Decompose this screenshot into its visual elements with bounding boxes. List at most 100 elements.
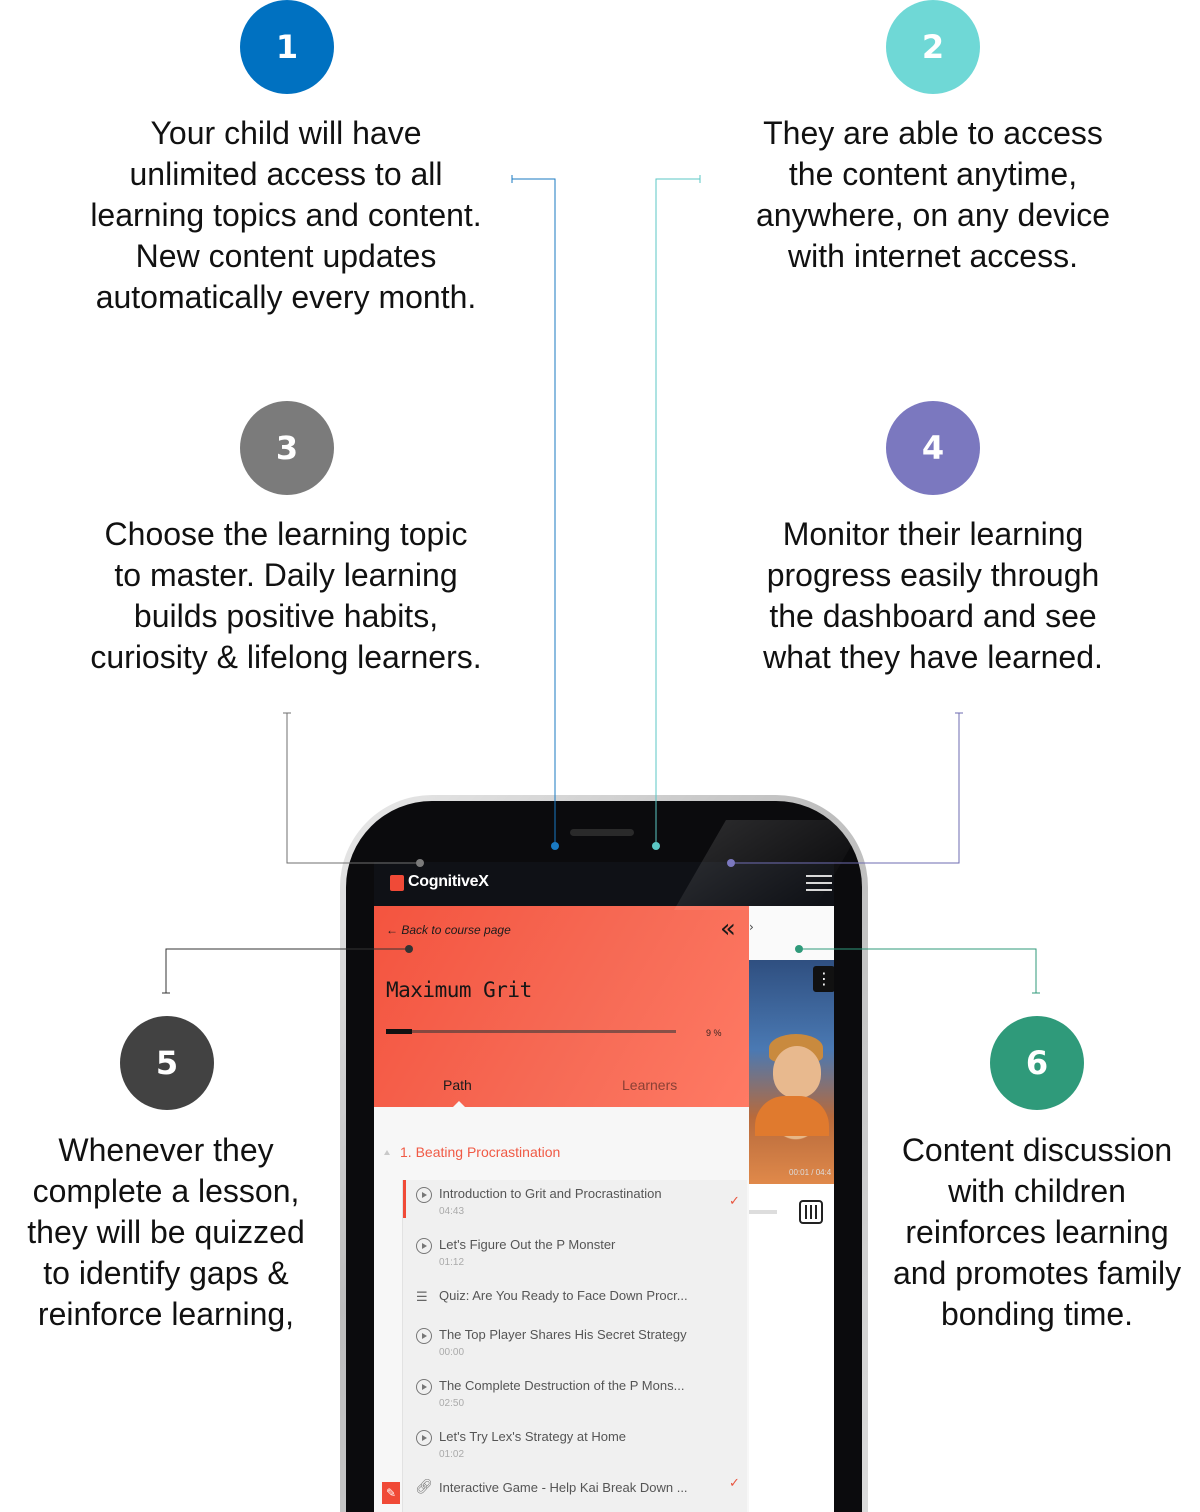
check-icon: ✓	[729, 1194, 740, 1209]
video-time: 00:01 / 04:4	[789, 1168, 832, 1177]
course-title: Maximum Grit	[386, 978, 532, 1002]
lesson-item[interactable]: Introduction to Grit and Procrastination…	[403, 1180, 748, 1230]
phone-speaker	[570, 829, 634, 836]
lesson-duration: 04:43	[439, 1206, 465, 1217]
video-topbar: ›	[749, 906, 834, 960]
lesson-item[interactable]: Let's Try Lex's Strategy at Home 01:02	[403, 1423, 748, 1473]
feature-4-line: what they have learned.	[763, 639, 1103, 675]
lesson-title: Let's Figure Out the P Monster	[439, 1237, 616, 1252]
feature-2-line: with internet access.	[788, 238, 1078, 274]
paperclip-icon[interactable]: ✎	[382, 1482, 400, 1504]
lesson-title: The Top Player Shares His Secret Strateg…	[439, 1327, 687, 1342]
feature-1-line: learning topics and content.	[90, 197, 482, 233]
lesson-title: Quiz: Are You Ready to Face Down Procr..…	[439, 1288, 688, 1303]
volume-slider[interactable]	[749, 1210, 777, 1214]
feature-3-line: Choose the learning topic	[104, 516, 468, 552]
feature-5-line: they will be quizzed	[27, 1214, 305, 1250]
feature-5-line: reinforce learning,	[37, 1296, 295, 1332]
progress-fill	[386, 1029, 412, 1034]
hamburger-menu-icon[interactable]	[806, 875, 832, 893]
lesson-duration: 01:02	[439, 1449, 465, 1460]
lesson-title: The Complete Destruction of the P Mons..…	[439, 1378, 685, 1393]
play-icon	[416, 1379, 432, 1395]
section-collapse-icon[interactable]	[384, 1150, 390, 1155]
feature-3-line: curiosity & lifelong learners.	[90, 639, 482, 675]
feature-6-line: bonding time.	[940, 1296, 1134, 1332]
badge-5: 5	[120, 1016, 214, 1110]
feature-4-line: Monitor their learning	[782, 516, 1084, 552]
feature-2-line: anywhere, on any device	[756, 197, 1110, 233]
chevron-right-icon[interactable]: ›	[749, 920, 754, 934]
feature-5-line: to identify gaps &	[43, 1255, 289, 1291]
feature-2-line: the content anytime,	[788, 156, 1078, 192]
equalizer-icon[interactable]	[799, 1200, 823, 1224]
feature-6-line: reinforces learning	[905, 1214, 1169, 1250]
quiz-icon: ☰	[416, 1290, 428, 1305]
feature-6-line: and promotes family	[892, 1255, 1182, 1291]
feature-3-text: Choose the learning topic to master. Dai…	[66, 514, 506, 678]
feature-3-line: to master. Daily learning	[114, 557, 458, 593]
progress-percent: 9 %	[706, 1028, 722, 1038]
arrow-left-icon: ←	[386, 923, 398, 937]
logo-icon	[390, 875, 404, 891]
badge-1: 1	[240, 0, 334, 94]
lesson-title: Introduction to Grit and Procrastination	[439, 1186, 662, 1201]
lesson-title: Interactive Game - Help Kai Break Down .…	[439, 1480, 688, 1495]
feature-5-line: complete a lesson,	[32, 1173, 300, 1209]
badge-2: 2	[886, 0, 980, 94]
lesson-duration: 02:50	[439, 1398, 465, 1409]
connector-1	[511, 175, 556, 846]
section-title[interactable]: 1. Beating Procrastination	[400, 1144, 561, 1160]
phone-screen: CognitiveX ← Back to course page « Maxim…	[374, 862, 834, 1512]
lesson-item[interactable]: Let's Figure Out the P Monster 01:12	[403, 1231, 748, 1281]
collapse-panel-icon[interactable]: «	[720, 914, 736, 944]
connector-2	[655, 175, 701, 846]
back-label: Back to course page	[401, 923, 511, 937]
feature-5-text: Whenever they complete a lesson, they wi…	[6, 1130, 326, 1335]
character-face	[773, 1046, 821, 1098]
active-tab-indicator	[452, 1101, 466, 1108]
video-pane: › ⋮ 00:01 / 04:4	[749, 906, 834, 1512]
play-icon	[416, 1328, 432, 1344]
feature-6-line: Content discussion	[901, 1132, 1173, 1168]
feature-1-line: Your child will have	[150, 115, 422, 151]
tab-path[interactable]: Path	[443, 1077, 472, 1093]
play-icon	[416, 1187, 432, 1203]
feature-1-line: automatically every month.	[95, 279, 477, 315]
feature-2-text: They are able to access the content anyt…	[723, 113, 1143, 277]
play-icon	[416, 1238, 432, 1254]
feature-1-line: New content updates	[135, 238, 437, 274]
play-icon	[416, 1430, 432, 1446]
brand-logo[interactable]: CognitiveX	[408, 873, 489, 890]
badge-6: 6	[990, 1016, 1084, 1110]
app-bar: CognitiveX	[374, 862, 834, 906]
progress-track	[386, 1030, 676, 1033]
feature-6-line: with children	[948, 1173, 1126, 1209]
lesson-item[interactable]: The Top Player Shares His Secret Strateg…	[403, 1321, 748, 1371]
feature-4-text: Monitor their learning progress easily t…	[723, 514, 1143, 678]
lesson-item[interactable]: 🔗︎ Interactive Game - Help Kai Break Dow…	[403, 1474, 748, 1512]
feature-3-line: builds positive habits,	[133, 598, 439, 634]
feature-2-line: They are able to access	[763, 115, 1103, 151]
course-panel: ← Back to course page « Maximum Grit 9 %…	[374, 906, 749, 1512]
badge-3: 3	[240, 401, 334, 495]
feature-5-line: Whenever they	[58, 1132, 274, 1168]
lesson-list: Introduction to Grit and Procrastination…	[402, 1180, 747, 1512]
feature-1-line: unlimited access to all	[129, 156, 443, 192]
lesson-item[interactable]: ☰ Quiz: Are You Ready to Face Down Procr…	[403, 1282, 748, 1332]
check-icon: ✓	[729, 1476, 740, 1491]
badge-4: 4	[886, 401, 980, 495]
lesson-item[interactable]: The Complete Destruction of the P Mons..…	[403, 1372, 748, 1422]
tab-learners[interactable]: Learners	[622, 1077, 678, 1093]
lesson-duration: 01:12	[439, 1257, 465, 1268]
lesson-duration: 00:00	[439, 1347, 465, 1358]
link-icon: 🔗︎	[415, 1479, 433, 1495]
feature-6-text: Content discussion with children reinfor…	[876, 1130, 1198, 1335]
course-header: ← Back to course page « Maximum Grit 9 %…	[374, 906, 749, 1108]
feature-1-text: Your child will have unlimited access to…	[66, 113, 506, 318]
feature-4-line: progress easily through	[766, 557, 1100, 593]
character-shirt	[755, 1096, 829, 1136]
back-to-course-link[interactable]: ← Back to course page	[386, 923, 511, 937]
more-options-icon[interactable]: ⋮	[813, 966, 834, 992]
feature-4-line: the dashboard and see	[769, 598, 1097, 634]
